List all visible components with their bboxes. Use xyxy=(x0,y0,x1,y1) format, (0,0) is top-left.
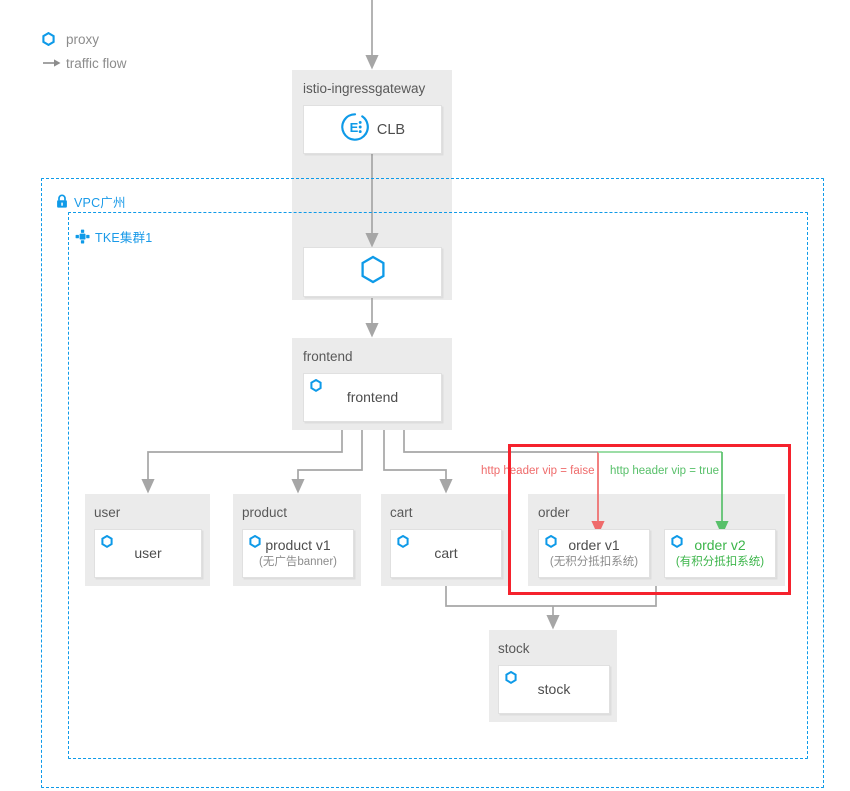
node-frontend-label: frontend xyxy=(346,389,399,406)
wire-cart-to-stock xyxy=(445,586,553,607)
canary-highlight-box xyxy=(508,444,791,595)
hexagon-proxy-icon xyxy=(42,32,64,46)
cluster-icon xyxy=(75,229,90,244)
node-product-v1[interactable]: product v1 (无广告banner) xyxy=(242,529,354,578)
group-title-gateway: istio-ingressgateway xyxy=(303,81,426,96)
hexagon-proxy-icon xyxy=(397,534,409,553)
node-clb-label: CLB xyxy=(376,121,406,138)
wire-frontend-to-product xyxy=(291,430,363,494)
zone-vpc xyxy=(41,178,824,788)
node-order-v1[interactable]: order v1 (无积分抵扣系统) xyxy=(538,529,650,578)
group-title-stock: stock xyxy=(498,641,530,656)
legend-label-traffic-flow: traffic flow xyxy=(66,55,127,71)
zone-label-vpc-text: VPC广州 xyxy=(74,196,126,210)
node-order-v2[interactable]: order v2 (有积分抵扣系统) xyxy=(664,529,776,578)
hexagon-proxy-icon xyxy=(310,378,322,397)
zone-tke xyxy=(68,212,808,759)
wire-frontend-to-user xyxy=(141,430,343,494)
hexagon-proxy-icon xyxy=(249,534,261,553)
legend-item-proxy: proxy xyxy=(42,28,127,50)
legend-label-proxy: proxy xyxy=(66,31,100,47)
node-proxy[interactable] xyxy=(303,247,442,297)
node-order-v2-label: order v2 xyxy=(694,537,746,554)
node-cart[interactable]: cart xyxy=(390,529,502,578)
node-user[interactable]: user xyxy=(94,529,202,578)
node-product-v1-sublabel: (无广告banner) xyxy=(259,556,337,569)
node-stock-label: stock xyxy=(537,681,571,698)
legend-item-traffic-flow: traffic flow xyxy=(42,52,127,74)
hexagon-proxy-icon xyxy=(671,534,683,553)
group-title-frontend: frontend xyxy=(303,349,353,364)
node-frontend[interactable]: frontend xyxy=(303,373,442,422)
wire-frontend-to-order-trunk xyxy=(403,430,598,453)
node-product-v1-label: product v1 xyxy=(265,537,331,554)
node-clb[interactable]: E CLB xyxy=(303,105,442,154)
node-order-v1-sublabel: (无积分抵扣系统) xyxy=(549,556,639,569)
legend: proxy traffic flow xyxy=(42,28,127,76)
hexagon-proxy-icon xyxy=(101,534,113,553)
group-title-order: order xyxy=(538,505,570,520)
wire-frontend-to-cart xyxy=(383,430,453,494)
route-label-vip-true: http header vip = true xyxy=(610,465,720,477)
arrow-right-icon xyxy=(42,57,64,69)
hexagon-proxy-icon xyxy=(505,670,517,689)
hexagon-proxy-icon xyxy=(545,534,557,553)
node-user-label: user xyxy=(134,545,162,562)
zone-label-tke: TKE集群1 xyxy=(75,227,152,246)
zone-label-vpc: VPC广州 xyxy=(55,192,126,211)
group-title-cart: cart xyxy=(390,505,413,520)
svg-text:E: E xyxy=(349,120,358,135)
envoy-clb-icon: E xyxy=(340,112,370,147)
zone-label-tke-text: TKE集群1 xyxy=(95,231,153,245)
node-order-v1-label: order v1 xyxy=(568,537,620,554)
lock-icon xyxy=(55,194,69,209)
node-cart-label: cart xyxy=(434,545,458,562)
node-order-v2-sublabel: (有积分抵扣系统) xyxy=(675,556,765,569)
group-title-product: product xyxy=(242,505,288,520)
node-stock[interactable]: stock xyxy=(498,665,610,714)
hexagon-proxy-icon xyxy=(360,255,386,289)
group-title-user: user xyxy=(94,505,121,520)
